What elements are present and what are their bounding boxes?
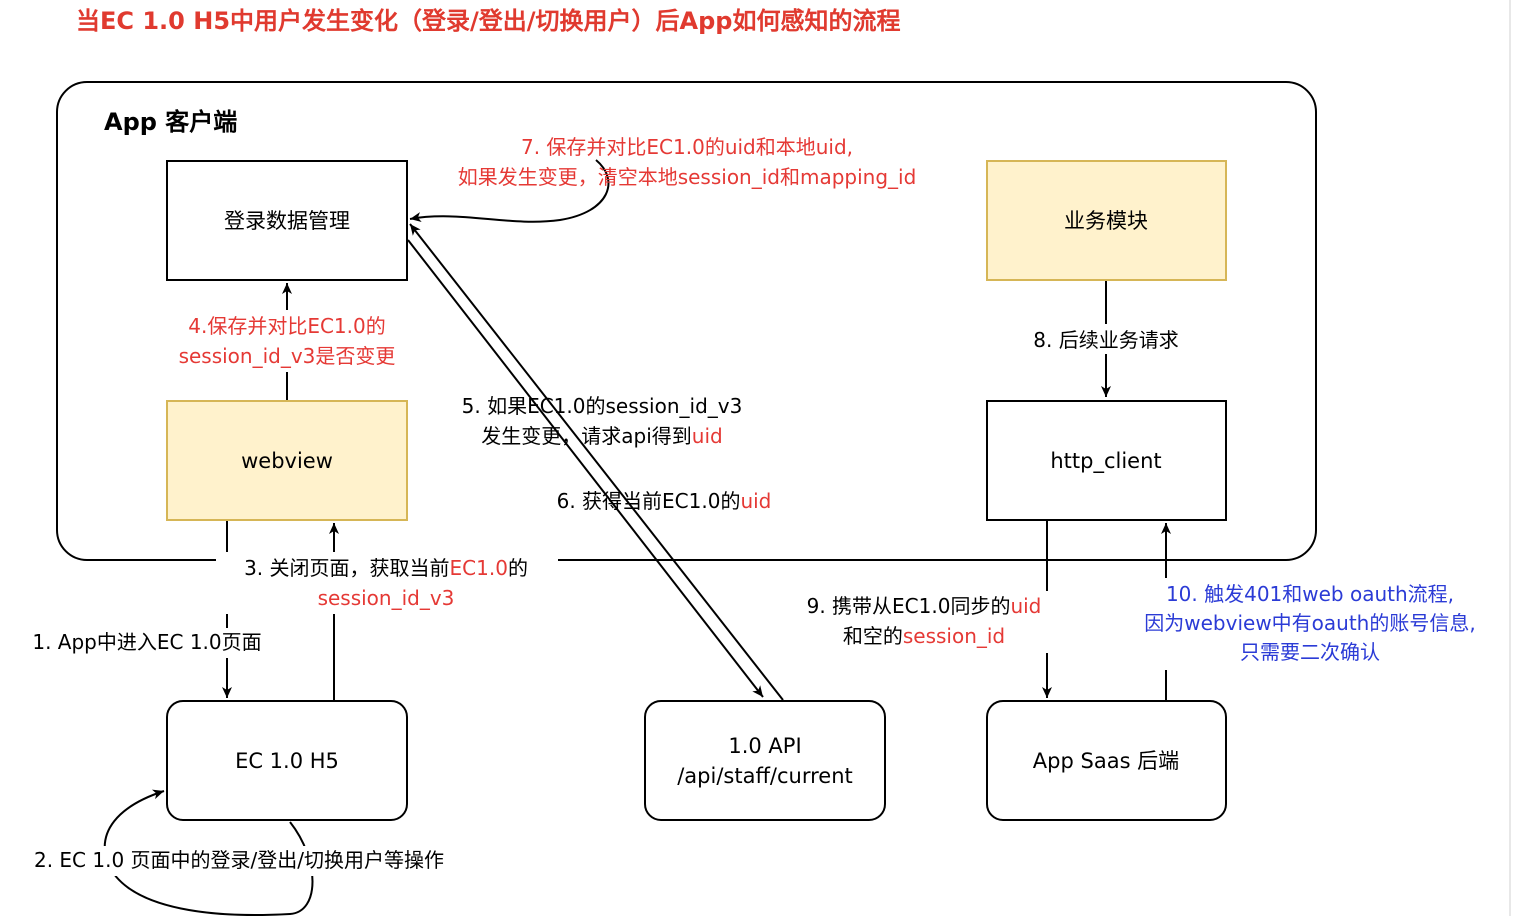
step9-label-line1: 9. 携带从EC1.0同步的uid bbox=[807, 594, 1042, 618]
step3-label-line2: session_id_v3 bbox=[318, 586, 455, 610]
step3-label-line1: 3. 关闭页面，获取当前EC1.0的 bbox=[244, 556, 528, 580]
http-client-label: http_client bbox=[1050, 449, 1161, 474]
step8-label-bg bbox=[1016, 324, 1196, 354]
step5-label-line1: 5. 如果EC1.0的session_id_v3 bbox=[462, 394, 743, 418]
step9-label-line1-text: 9. 携带从EC1.0同步的 bbox=[807, 594, 1011, 618]
step3-label-ec10: EC1.0 bbox=[450, 556, 508, 580]
step10-label-bg bbox=[1120, 578, 1504, 670]
step2-label-bg bbox=[0, 846, 478, 876]
edge-api-to-login-data bbox=[409, 223, 784, 701]
step2-label: 2. EC 1.0 页面中的登录/登出/切换用户等操作 bbox=[34, 848, 444, 872]
webview-node bbox=[166, 400, 408, 521]
step10-label-line1: 10. 触发401和web oauth流程, bbox=[1166, 582, 1454, 606]
step1-label: 1. App中进入EC 1.0页面 bbox=[32, 630, 261, 654]
step6-label-uid: uid bbox=[740, 489, 771, 513]
edge-ec-h5-self-loop bbox=[103, 789, 314, 916]
api-node bbox=[644, 700, 886, 821]
business-module-node bbox=[986, 160, 1227, 281]
step7-label-line2: 如果发生变更，清空本地session_id和mapping_id bbox=[458, 165, 917, 189]
step4-label-line1: 4.保存并对比EC1.0的 bbox=[188, 314, 386, 338]
app-saas-node bbox=[986, 700, 1227, 821]
step9-label-line2-text: 和空的 bbox=[843, 624, 903, 648]
step8-label: 8. 后续业务请求 bbox=[1033, 328, 1178, 352]
business-module-label: 业务模块 bbox=[1064, 209, 1148, 233]
step3-label-line1-text: 3. 关闭页面，获取当前 bbox=[244, 556, 449, 580]
app-client-group bbox=[56, 81, 1317, 561]
step5-label-uid: uid bbox=[692, 424, 723, 448]
login-data-management-label: 登录数据管理 bbox=[224, 209, 350, 233]
step9-label-session-id: session_id bbox=[903, 624, 1005, 648]
step4-label-line2: session_id_v3是否变更 bbox=[179, 344, 396, 368]
api-label-line2: /api/staff/current bbox=[677, 764, 853, 788]
api-label-line1: 1.0 API bbox=[728, 734, 801, 758]
step10-label-line2: 因为webview中有oauth的账号信息, bbox=[1144, 611, 1475, 635]
edge-login-data-self-loop bbox=[409, 159, 610, 223]
step6-label: 6. 获得当前EC1.0的uid bbox=[557, 489, 772, 513]
ec-h5-node bbox=[166, 700, 408, 821]
step5-label-line2: 发生变更，请求api得到uid bbox=[481, 424, 722, 448]
step9-label-uid: uid bbox=[1010, 594, 1041, 618]
step6-label-text: 6. 获得当前EC1.0的 bbox=[557, 489, 741, 513]
webview-label: webview bbox=[241, 449, 333, 473]
step4-label-bg bbox=[160, 310, 414, 372]
diagram-title: 当EC 1.0 H5中用户发生变化（登录/登出/切换用户）后App如何感知的流程 bbox=[76, 7, 900, 35]
login-data-management-node bbox=[166, 160, 408, 281]
step1-label-bg bbox=[12, 628, 282, 658]
step7-label-line1: 7. 保存并对比EC1.0的uid和本地uid, bbox=[521, 135, 853, 159]
step9-label-bg bbox=[786, 591, 1062, 653]
app-client-group-label: App 客户端 bbox=[104, 108, 237, 136]
step3-label-line1-end: 的 bbox=[508, 556, 528, 580]
step9-label-line2: 和空的session_id bbox=[843, 624, 1005, 648]
step3-label-bg bbox=[216, 552, 558, 614]
edge-login-data-to-api bbox=[407, 239, 764, 698]
ec-h5-label: EC 1.0 H5 bbox=[235, 749, 339, 773]
app-saas-label: App Saas 后端 bbox=[1033, 749, 1179, 773]
step5-label-line2-text: 发生变更，请求api得到 bbox=[481, 424, 692, 448]
http-client-node bbox=[986, 400, 1227, 521]
step10-label-line3: 只需要二次确认 bbox=[1240, 640, 1380, 664]
